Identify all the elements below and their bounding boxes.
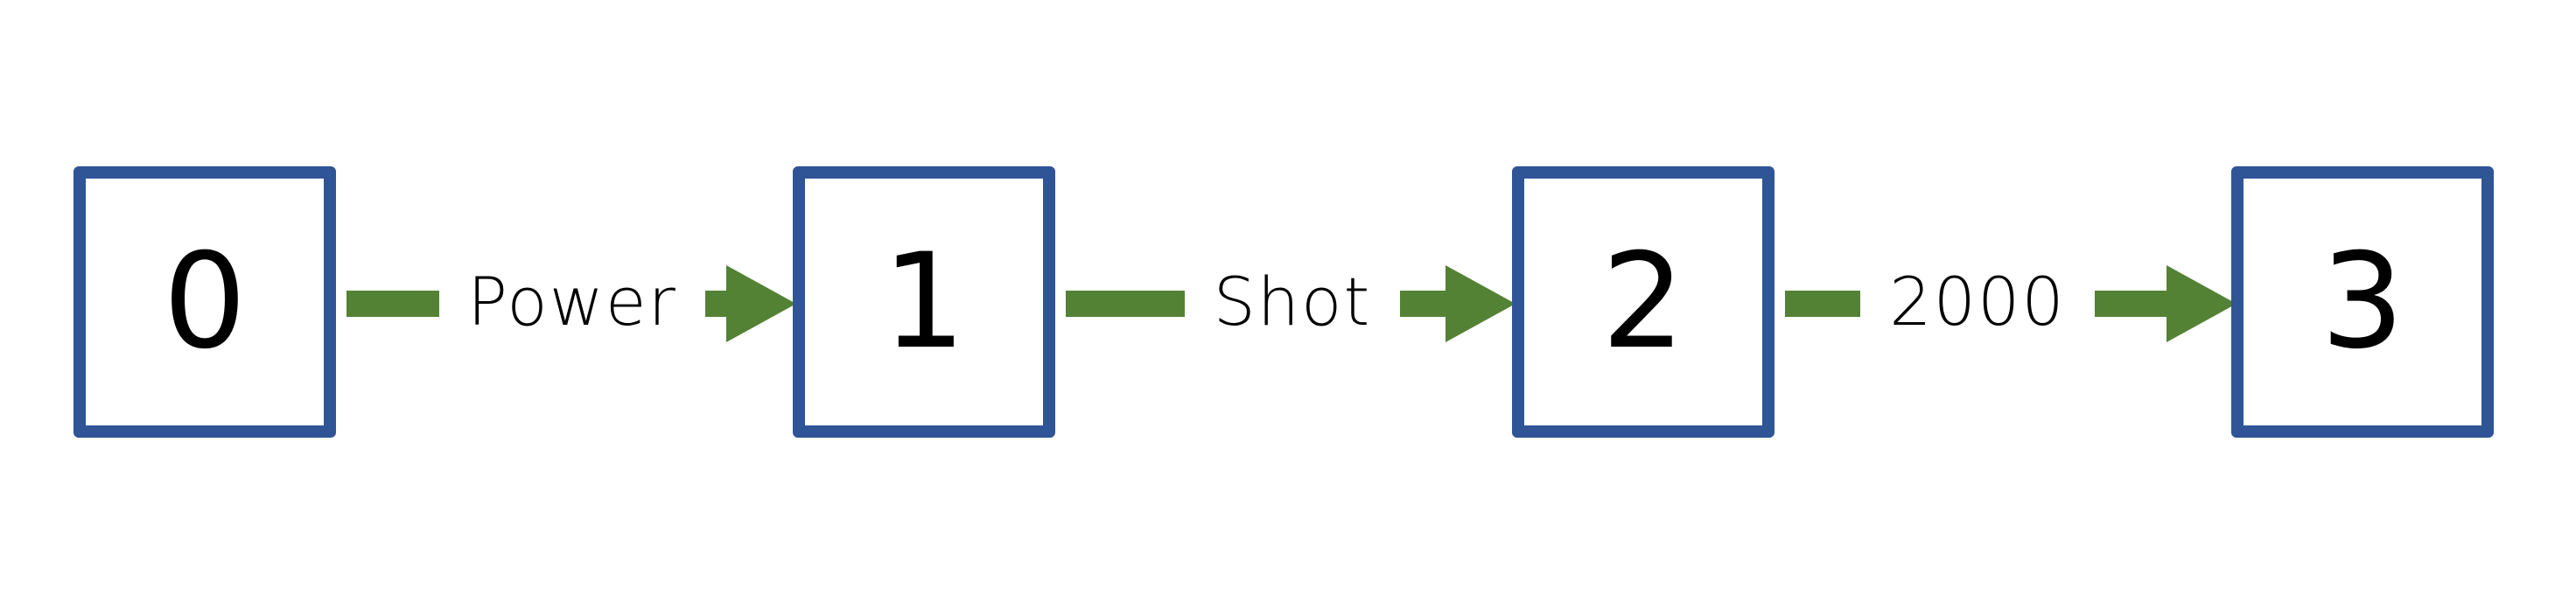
state-label-2: 2 <box>1601 226 1685 378</box>
state-label-3: 3 <box>2320 226 2404 378</box>
arrow-1-2 <box>1066 265 1516 342</box>
arrow-1-2-shaft <box>1400 291 1447 317</box>
arrow-1-2-head <box>1446 265 1516 342</box>
transition-label-0-1: Power <box>467 263 677 341</box>
arrow-0-1-tail <box>346 291 439 317</box>
transition-label-2-3: 2000 <box>1889 263 2066 341</box>
arrow-0-1-shaft <box>705 291 726 317</box>
arrow-2-3-shaft <box>2095 291 2168 317</box>
arrow-1-2-tail <box>1066 291 1185 317</box>
arrow-2-3-head <box>2166 265 2236 342</box>
transition-label-1-2: Shot <box>1213 263 1372 341</box>
state-box-0: 0 <box>74 166 336 438</box>
arrow-2-3-tail <box>1785 291 1860 317</box>
state-box-3: 3 <box>2231 166 2494 438</box>
state-label-0: 0 <box>163 226 247 378</box>
state-box-1: 1 <box>793 166 1055 438</box>
state-box-2: 2 <box>1512 166 1774 438</box>
arrow-0-1 <box>346 265 796 342</box>
state-label-1: 1 <box>882 226 966 378</box>
arrow-0-1-head <box>726 265 796 342</box>
arrow-2-3 <box>1785 265 2236 342</box>
